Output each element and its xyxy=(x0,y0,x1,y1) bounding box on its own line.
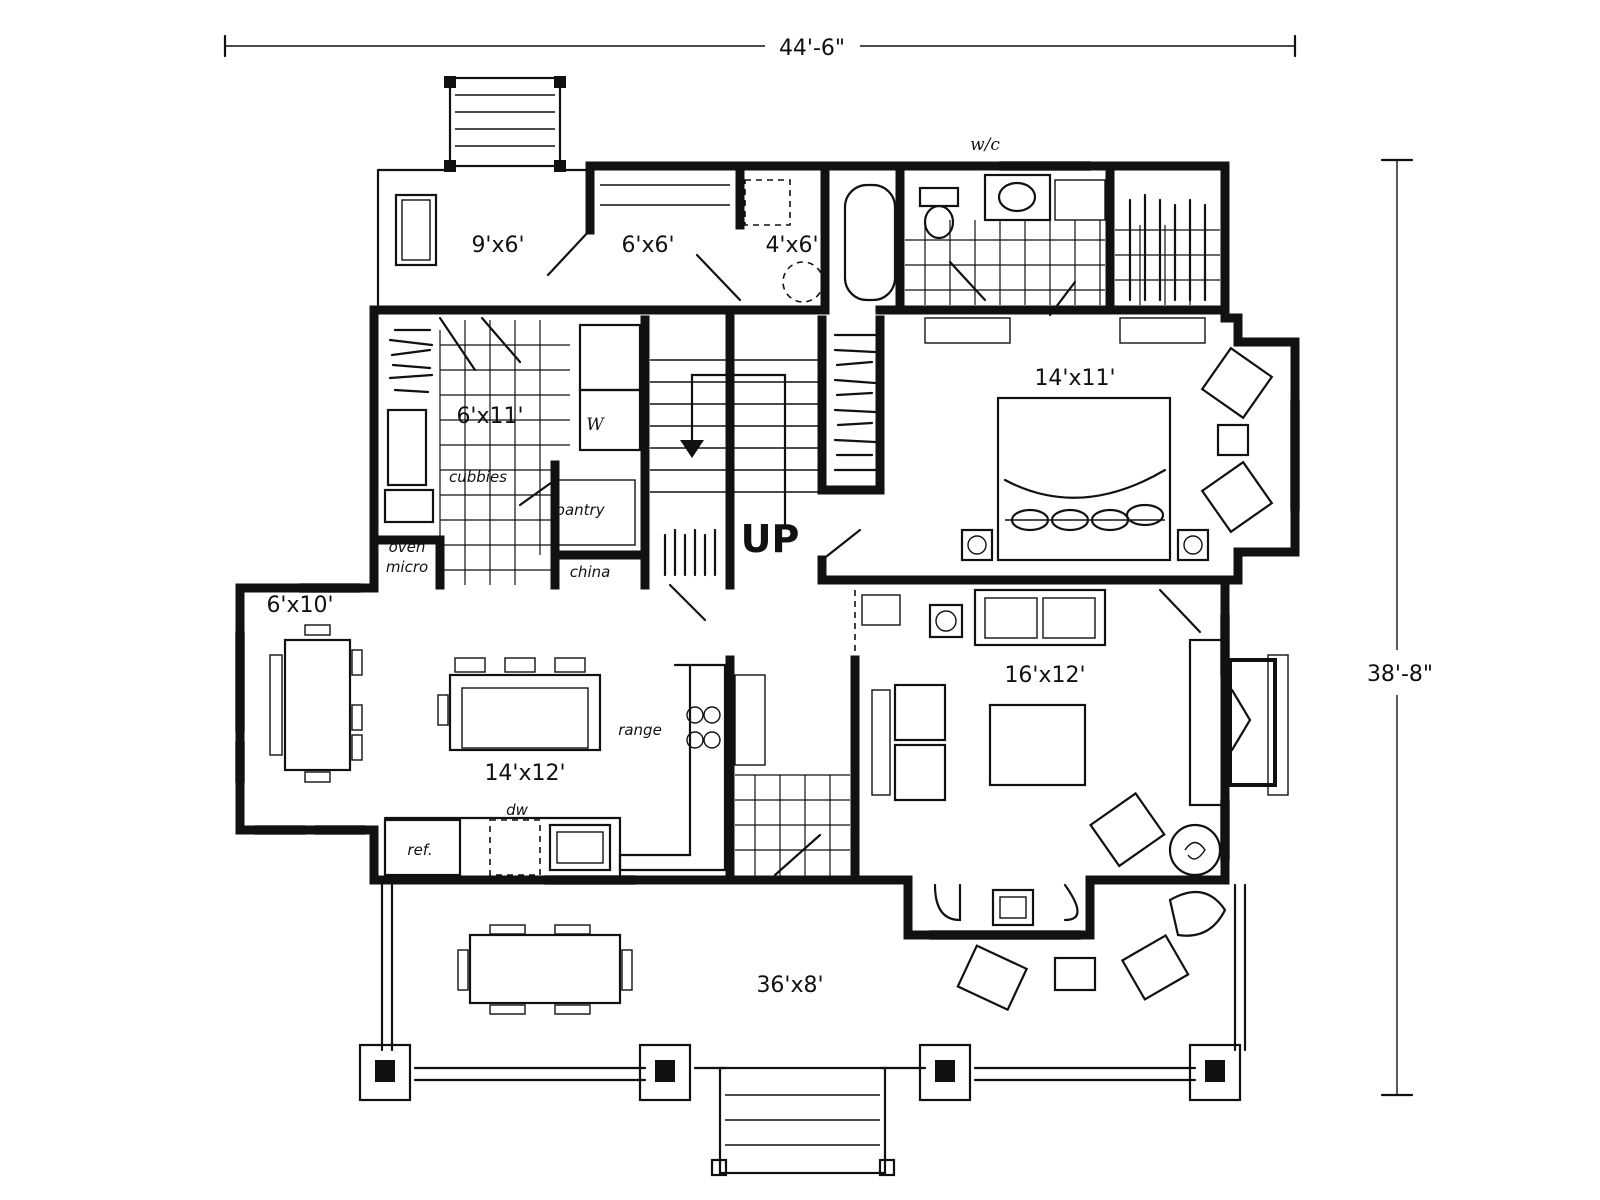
kitchen-size: 14'x12' xyxy=(484,761,565,786)
stair-up-label: UP xyxy=(741,517,800,561)
toilet xyxy=(918,186,960,240)
window-seat xyxy=(933,883,1079,927)
nook-table xyxy=(269,624,363,783)
living-side-chairs xyxy=(861,594,964,802)
cubbies-label: cubbies xyxy=(449,468,507,486)
kitchen-back-counter xyxy=(383,816,622,877)
kitchen-island xyxy=(437,657,602,752)
doors xyxy=(438,228,1202,877)
china-label: china xyxy=(570,563,611,581)
living-armchair xyxy=(1089,791,1222,877)
porch-dining-table xyxy=(457,924,633,1015)
dining-nook-size: 6'x10' xyxy=(266,593,333,618)
front-porch-size: 36'x8' xyxy=(756,973,823,998)
closet-hangers xyxy=(388,193,1207,577)
windows xyxy=(235,161,1300,940)
bath-tile-grid xyxy=(905,220,1220,305)
dishwasher-label: dw xyxy=(506,801,529,819)
refrigerator-label: ref. xyxy=(407,841,432,859)
front-steps xyxy=(710,1066,896,1177)
laundry-size: 6'x11' xyxy=(456,404,523,429)
depth-dimension-line xyxy=(1380,158,1414,1097)
porch-chairs xyxy=(956,890,1227,1012)
back-porch-bench xyxy=(394,193,438,267)
water-closet-label: w/c xyxy=(970,135,1000,155)
hall-size: 6'x6' xyxy=(621,233,674,258)
bath-vanity xyxy=(983,173,1106,222)
stair xyxy=(650,359,820,580)
living-size: 16'x12' xyxy=(1004,663,1085,688)
hall-shelves xyxy=(600,179,824,303)
width-dimension-label: 44'-6" xyxy=(779,36,845,61)
living-sofa xyxy=(973,588,1107,647)
bed xyxy=(996,396,1172,562)
oven-label-line1: oven xyxy=(389,538,426,556)
bathtub xyxy=(843,183,897,302)
back-entry-steps xyxy=(444,76,566,172)
coffee-table xyxy=(988,703,1087,787)
depth-dimension-label: 38'-8" xyxy=(1367,662,1433,687)
porch-columns xyxy=(358,1043,1242,1102)
width-dimension-line xyxy=(223,34,1297,58)
pantry-label: pantry xyxy=(554,501,605,519)
oven-label-line2: micro xyxy=(386,558,428,576)
range-counter xyxy=(618,663,766,872)
mudroom-porch-size: 9'x6' xyxy=(471,233,524,258)
washer-label: W xyxy=(586,415,605,435)
closet-size: 4'x6' xyxy=(765,233,818,258)
entry-tile-grid xyxy=(735,774,850,880)
laundry-tile-grid xyxy=(439,320,570,585)
laundry-appliances xyxy=(383,323,642,524)
bedroom-chairs xyxy=(1200,346,1274,534)
bedroom-size: 14'x11' xyxy=(1034,366,1115,391)
fireplace xyxy=(1188,638,1289,807)
nightstands xyxy=(960,528,1210,562)
pantry-shelves xyxy=(554,479,636,546)
range-label: range xyxy=(618,721,662,739)
